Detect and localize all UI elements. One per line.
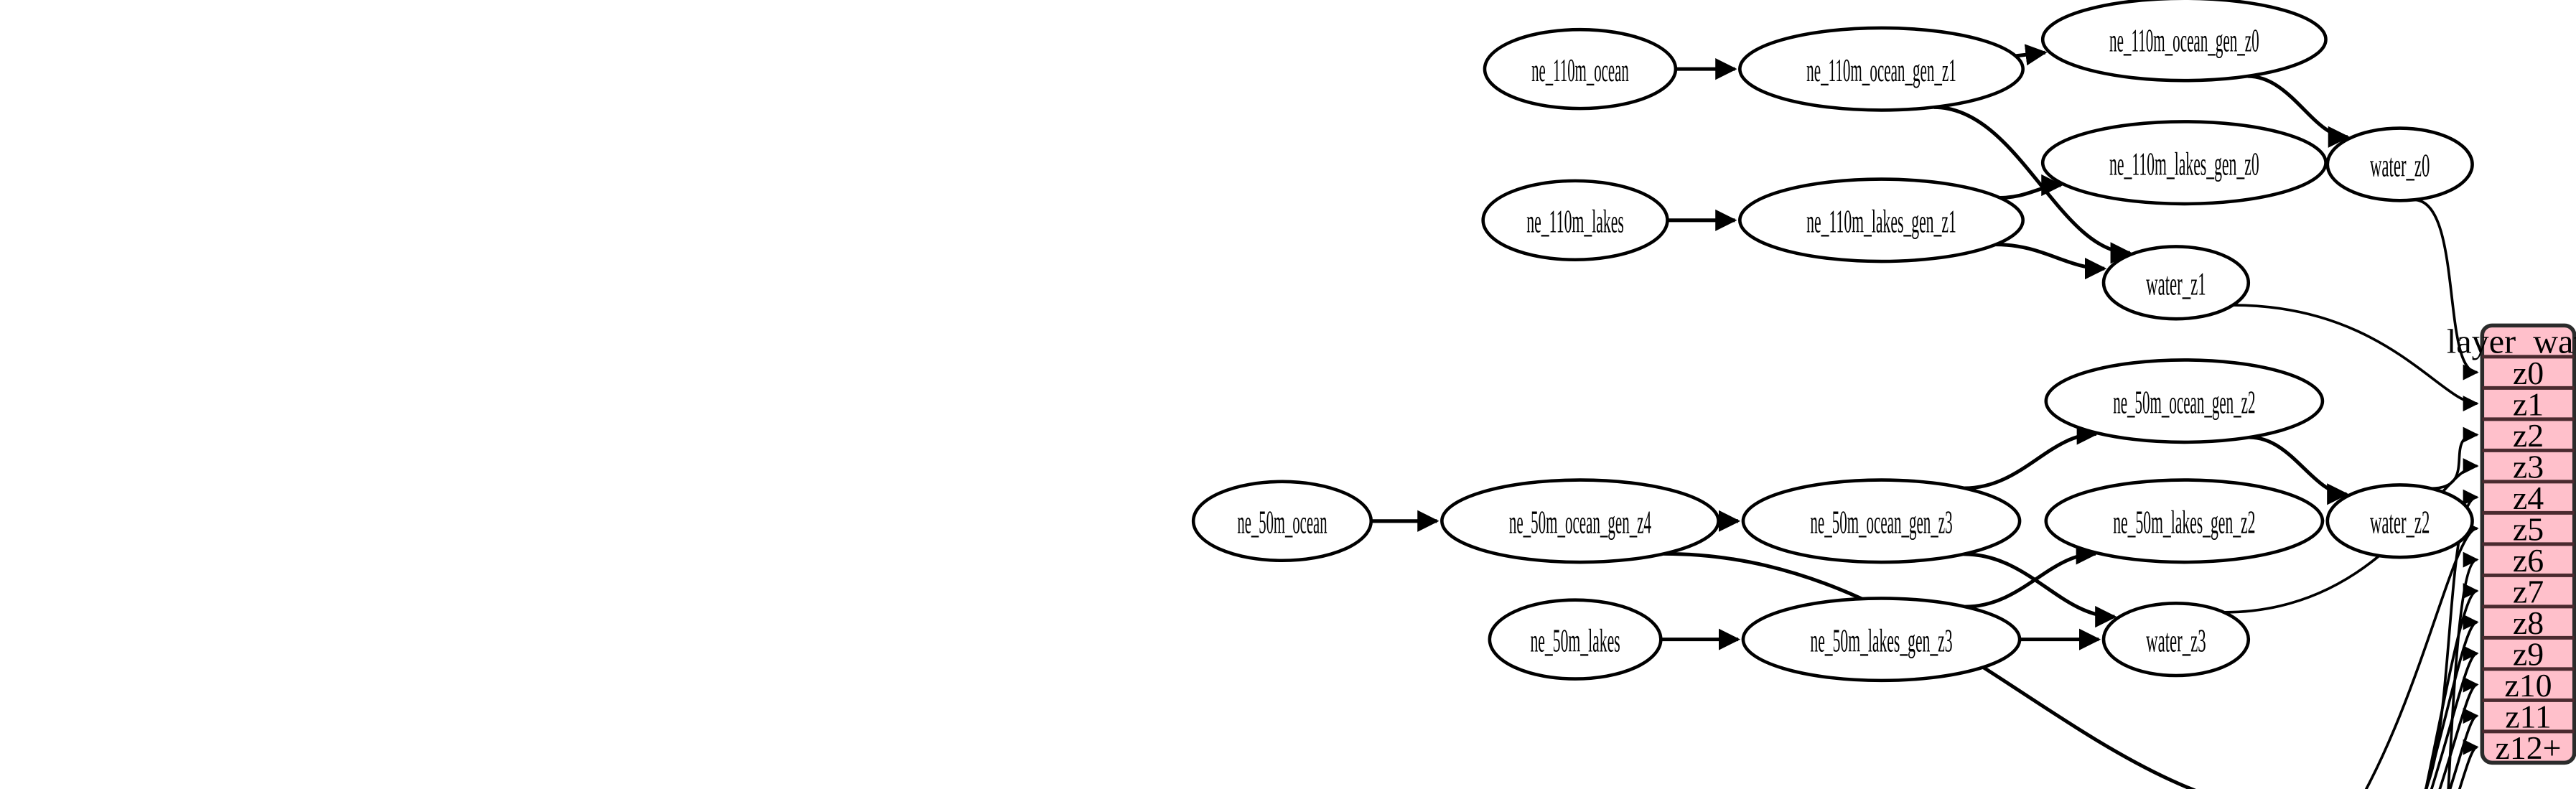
node-shape (1440, 478, 1720, 564)
node-ne_110m_lakes[interactable]: ne_110m_lakes (1481, 179, 1669, 262)
node-layer: ne_110m_ocean ne_110m_ocean_gen_z1 ne_110m… (1191, 0, 2474, 683)
node-shape (1738, 177, 2025, 263)
edge-layer (1371, 44, 2479, 789)
edge-ne_110m_lakes_gen_z1-to-water_z1 (1995, 243, 2107, 280)
node-water_z2[interactable]: water_z2 (2325, 483, 2474, 559)
legend-row-z5[interactable]: z5 (2513, 511, 2544, 548)
legend-table[interactable]: layer_waterz0z1z2z3z4z5z6z7z8z9z10z11z12… (2447, 323, 2576, 766)
edge-water_z12-to-legend_z12 (2458, 739, 2479, 789)
node-label: water_z3 (2146, 622, 2206, 658)
node-label: ne_50m_ocean_gen_z2 (2113, 383, 2255, 420)
node-label: ne_50m_lakes_gen_z2 (2113, 503, 2255, 540)
node-ne_50m_lakes_gen_z3[interactable]: ne_50m_lakes_gen_z3 (1741, 597, 2022, 683)
node-ne_50m_ocean_gen_z4[interactable]: ne_50m_ocean_gen_z4 (1440, 478, 1720, 564)
legend-row-z2[interactable]: z2 (2513, 417, 2544, 454)
edge-water_z11-to-legend_z11 (2448, 708, 2479, 789)
node-ne_110m_lakes_gen_z0[interactable]: ne_110m_lakes_gen_z0 (2040, 120, 2328, 206)
node-label: ne_50m_ocean (1237, 503, 1327, 540)
legend-row-z7[interactable]: z7 (2513, 574, 2544, 610)
edge-water_z1-to-legend_z1 (2233, 304, 2479, 412)
node-shape (1483, 27, 1678, 111)
node-shape (2325, 483, 2474, 559)
edge-ne_50m_ocean_gen_z2-to-water_z2 (2249, 435, 2349, 505)
node-label: ne_50m_ocean_gen_z4 (1509, 503, 1651, 540)
node-shape (1481, 179, 1669, 262)
edge-ne_50m_lakes_gen_z3-to-ne_50m_lakes_gen_z2 (1965, 543, 2098, 609)
node-label: ne_110m_ocean_gen_z1 (1806, 52, 1956, 88)
edge-water_z7-to-legend_z7 (2425, 583, 2479, 789)
edge-ne_110m_ocean_gen_z1-to-ne_110m_ocean_gen_z0 (2015, 44, 2048, 66)
node-label: water_z0 (2370, 147, 2430, 184)
node-ne_50m_ocean_gen_z3[interactable]: ne_50m_ocean_gen_z3 (1741, 478, 2022, 564)
node-shape (2040, 120, 2328, 206)
node-label: ne_110m_lakes (1526, 202, 1624, 239)
edge-ne_50m_ocean_gen_z3-to-ne_50m_ocean_gen_z2 (1964, 423, 2099, 490)
legend-row-z12+[interactable]: z12+ (2495, 729, 2561, 766)
node-ne_50m_ocean_gen_z2[interactable]: ne_50m_ocean_gen_z2 (2044, 358, 2325, 444)
legend-row-z1[interactable]: z1 (2513, 386, 2544, 423)
node-ne_50m_lakes_gen_z2[interactable]: ne_50m_lakes_gen_z2 (2044, 478, 2325, 564)
edge-water_z5-to-legend_z5 (2364, 520, 2479, 789)
node-shape (1488, 598, 1663, 681)
edge-ne_110m_ocean_gen_z1-to-water_z1 (1933, 105, 2132, 264)
node-ne_50m_ocean[interactable]: ne_50m_ocean (1191, 480, 1373, 563)
node-shape (2040, 0, 2328, 83)
node-label: ne_110m_lakes_gen_z0 (2109, 145, 2259, 182)
node-label: water_z2 (2370, 503, 2430, 540)
node-shape (2325, 126, 2474, 202)
node-shape (2044, 358, 2325, 444)
legend-row-z0[interactable]: z0 (2513, 355, 2544, 391)
edge-water_z2-to-legend_z2 (2431, 426, 2479, 490)
edge-ne_110m_lakes_gen_z1-to-ne_110m_lakes_gen_z0 (1999, 174, 2063, 200)
node-shape (1741, 478, 2022, 564)
node-shape (1191, 480, 1373, 563)
legend-row-z11[interactable]: z11 (2505, 699, 2551, 735)
node-label: ne_50m_lakes (1530, 622, 1620, 658)
legend-row-z6[interactable]: z6 (2513, 542, 2544, 579)
node-label: ne_50m_ocean_gen_z3 (1810, 503, 1952, 540)
node-label: ne_50m_lakes_gen_z3 (1810, 622, 1952, 658)
node-shape (2101, 245, 2251, 321)
node-label: ne_110m_lakes_gen_z1 (1806, 202, 1956, 239)
edge-ne_50m_ocean_gen_z3-to-water_z3 (1964, 552, 2117, 628)
node-label: ne_110m_ocean (1531, 52, 1629, 88)
legend-row-z10[interactable]: z10 (2504, 667, 2552, 704)
node-water_z0[interactable]: water_z0 (2325, 126, 2474, 202)
legend-row-z3[interactable]: z3 (2513, 449, 2544, 485)
edge-water_z8-to-legend_z8 (2425, 615, 2479, 789)
node-shape (1741, 597, 2022, 683)
node-water_z1[interactable]: water_z1 (2101, 245, 2251, 321)
legend-row-z8[interactable]: z8 (2513, 604, 2544, 641)
legend-title: layer_water (2447, 323, 2576, 361)
edge-ne_50m_ocean_gen_z4-to-water_z4 (1663, 551, 2197, 789)
node-shape (2044, 478, 2325, 564)
node-ne_110m_lakes_gen_z1[interactable]: ne_110m_lakes_gen_z1 (1738, 177, 2025, 263)
node-label: water_z1 (2146, 265, 2206, 302)
node-water_z3[interactable]: water_z3 (2101, 601, 2251, 678)
node-shape (1738, 26, 2025, 112)
legend-row-z9[interactable]: z9 (2513, 636, 2544, 673)
edge-ne_110m_ocean_gen_z0-to-water_z0 (2247, 74, 2350, 148)
node-ne_110m_ocean_gen_z0[interactable]: ne_110m_ocean_gen_z0 (2040, 0, 2328, 83)
edge-water_z9-to-legend_z9 (2430, 645, 2479, 789)
legend-row-z4[interactable]: z4 (2513, 480, 2544, 516)
node-ne_110m_ocean[interactable]: ne_110m_ocean (1483, 27, 1678, 111)
edge-water_z10-to-legend_z10 (2438, 677, 2479, 789)
edge-water_z0-to-legend_z0 (2414, 198, 2479, 381)
node-label: ne_110m_ocean_gen_z0 (2109, 22, 2259, 59)
node-shape (2101, 601, 2251, 678)
node-ne_50m_lakes[interactable]: ne_50m_lakes (1488, 598, 1663, 681)
node-ne_110m_ocean_gen_z1[interactable]: ne_110m_ocean_gen_z1 (1738, 26, 2025, 112)
